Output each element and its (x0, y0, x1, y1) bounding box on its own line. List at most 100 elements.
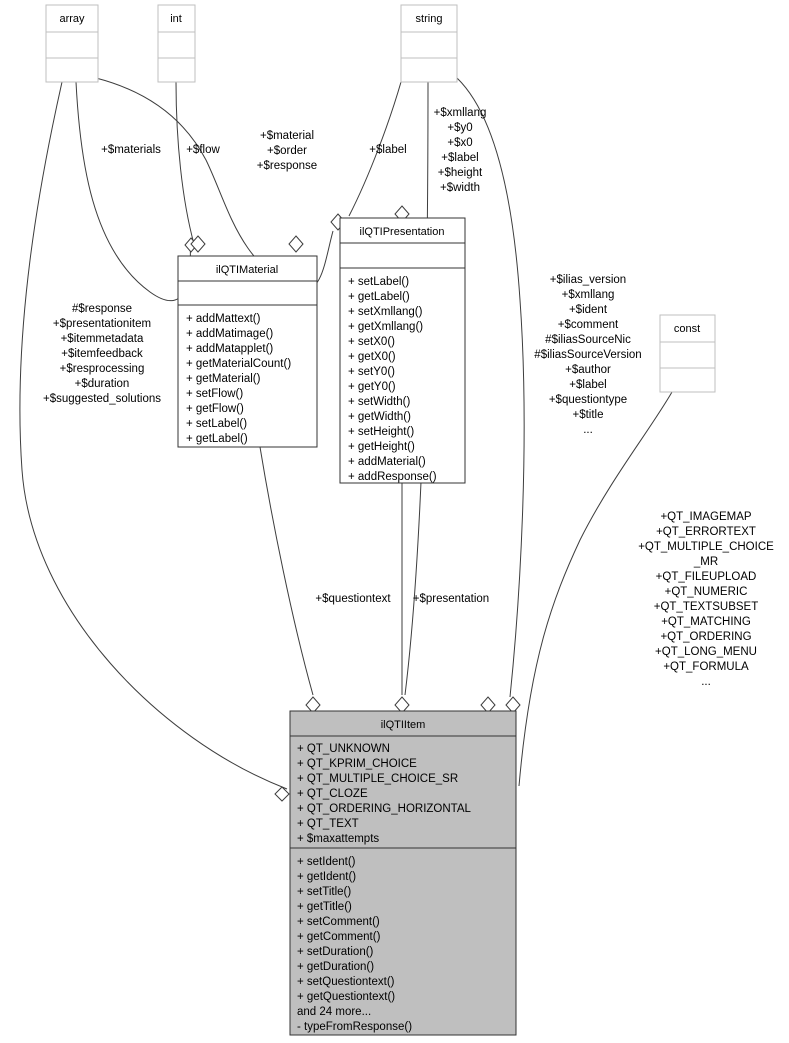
edge-label-string-item-left: +$xmllang +$y0 +$x0 +$label +$height +$w… (434, 107, 487, 194)
svg-text:+ addMaterial(): + addMaterial() (348, 456, 426, 468)
svg-text:+ setXmllang(): + setXmllang() (348, 306, 423, 318)
svg-text:#$iliasSourceVersion: #$iliasSourceVersion (534, 349, 641, 361)
svg-text:+$xmllang: +$xmllang (434, 107, 487, 119)
svg-text:+$label: +$label (369, 144, 406, 156)
svg-text:+ addMattext(): + addMattext() (186, 313, 261, 325)
edge-label-const-item: +QT_IMAGEMAP +QT_ERRORTEXT +QT_MULTIPLE_… (638, 511, 774, 688)
svg-text:+$resprocessing: +$resprocessing (60, 363, 145, 375)
svg-text:+ getX0(): + getX0() (348, 351, 396, 363)
edge-label-string-item-right: +$ilias_version +$xmllang +$ident +$comm… (534, 274, 641, 436)
svg-text:+ setLabel(): + setLabel() (186, 418, 247, 430)
edge-label-presentation-item: +$presentation (413, 593, 489, 605)
svg-text:+ setFlow(): + setFlow() (186, 388, 243, 400)
class-name-array: array (59, 13, 85, 25)
svg-text:+QT_NUMERIC: +QT_NUMERIC (665, 586, 748, 598)
edge-string-to-presentation (348, 81, 402, 217)
class-box-ilqtiitem[interactable]: ilQTIItem + QT_UNKNOWN + QT_KPRIM_CHOICE… (289, 710, 517, 1036)
svg-text:...: ... (701, 676, 711, 688)
edge-const-to-item (518, 391, 673, 787)
ilqtipresentation-operations: + setLabel() + getLabel() + setXmllang()… (348, 276, 437, 483)
edge-int-to-material (175, 81, 195, 245)
svg-text:+$questiontype: +$questiontype (549, 394, 627, 406)
svg-text:+ setIdent(): + setIdent() (297, 856, 356, 868)
svg-text:+ setX0(): + setX0() (348, 336, 395, 348)
svg-text:+ QT_MULTIPLE_CHOICE_SR: + QT_MULTIPLE_CHOICE_SR (297, 773, 458, 785)
svg-text:+$title: +$title (572, 409, 603, 421)
class-box-const[interactable]: const (659, 314, 716, 393)
class-name-ilqtiitem: ilQTIItem (381, 719, 426, 731)
svg-text:...: ... (583, 424, 593, 436)
svg-text:- typeFromResponse(): - typeFromResponse() (297, 1021, 412, 1033)
svg-text:+$xmllang: +$xmllang (562, 289, 615, 301)
svg-text:+ QT_ORDERING_HORIZONTAL: + QT_ORDERING_HORIZONTAL (297, 803, 472, 815)
svg-text:+$ilias_version: +$ilias_version (550, 274, 626, 286)
svg-text:+ setTitle(): + setTitle() (297, 886, 351, 898)
svg-text:+ setDuration(): + setDuration() (297, 946, 374, 958)
class-box-ilqtipresentation[interactable]: ilQTIPresentation + setLabel() + getLabe… (339, 217, 466, 484)
svg-text:+ getQuestiontext(): + getQuestiontext() (297, 991, 395, 1003)
svg-text:+ setQuestiontext(): + setQuestiontext() (297, 976, 395, 988)
svg-text:+$itemfeedback: +$itemfeedback (61, 348, 143, 360)
svg-text:+$y0: +$y0 (447, 122, 472, 134)
svg-text:+QT_IMAGEMAP: +QT_IMAGEMAP (660, 511, 751, 523)
svg-text:+$comment: +$comment (558, 319, 619, 331)
svg-text:+ getDuration(): + getDuration() (297, 961, 374, 973)
edge-label-int-flow: +$flow (186, 144, 220, 156)
svg-text:+ getLabel(): + getLabel() (186, 433, 248, 445)
svg-text:+ getLabel(): + getLabel() (348, 291, 410, 303)
edge-label-array-materials: +$materials (101, 144, 161, 156)
class-box-array[interactable]: array (45, 4, 99, 83)
svg-text:+ addMatimage(): + addMatimage() (186, 328, 273, 340)
class-box-ilqtimaterial[interactable]: ilQTIMaterial + addMattext() + addMatima… (177, 255, 318, 448)
svg-text:+$width: +$width (440, 182, 480, 194)
svg-text:+$height: +$height (438, 167, 483, 179)
svg-text:+QT_LONG_MENU: +QT_LONG_MENU (655, 646, 757, 658)
svg-text:+ getXmllang(): + getXmllang() (348, 321, 423, 333)
edge-label-string-presentation: +$label (369, 144, 406, 156)
svg-text:+ getMaterial(): + getMaterial() (186, 373, 261, 385)
svg-text:+ getY0(): + getY0() (348, 381, 396, 393)
edge-array-to-item (19, 81, 288, 790)
svg-text:+ getComment(): + getComment() (297, 931, 381, 943)
svg-text:+ QT_TEXT: + QT_TEXT (297, 818, 359, 830)
svg-text:+$response: +$response (257, 160, 317, 172)
svg-text:+$suggested_solutions: +$suggested_solutions (43, 393, 161, 405)
svg-text:+ setWidth(): + setWidth() (348, 396, 410, 408)
svg-text:+$questiontext: +$questiontext (315, 593, 391, 605)
svg-text:+ addMatapplet(): + addMatapplet() (186, 343, 273, 355)
svg-text:+QT_MULTIPLE_CHOICE: +QT_MULTIPLE_CHOICE (638, 541, 774, 553)
class-box-int[interactable]: int (157, 4, 196, 83)
ilqtiitem-attributes: + QT_UNKNOWN + QT_KPRIM_CHOICE + QT_MULT… (297, 743, 472, 845)
svg-text:+$itemmetadata: +$itemmetadata (61, 333, 144, 345)
svg-text:+ setComment(): + setComment() (297, 916, 380, 928)
svg-text:+$order: +$order (267, 145, 307, 157)
svg-text:+QT_TEXTSUBSET: +QT_TEXTSUBSET (654, 601, 758, 613)
svg-text:+ getTitle(): + getTitle() (297, 901, 352, 913)
svg-text:+$flow: +$flow (186, 144, 220, 156)
svg-text:+QT_FORMULA: +QT_FORMULA (663, 661, 749, 673)
svg-text:+ QT_KPRIM_CHOICE: + QT_KPRIM_CHOICE (297, 758, 417, 770)
edge-array-to-presentation (95, 77, 334, 290)
class-name-string: string (416, 13, 443, 25)
svg-text:#$iliasSourceNic: #$iliasSourceNic (545, 334, 631, 346)
svg-text:+$label: +$label (569, 379, 606, 391)
svg-text:and 24 more...: and 24 more... (297, 1006, 371, 1018)
edge-label-array-item: #$response +$presentationitem +$itemmeta… (43, 303, 161, 405)
svg-text:+$label: +$label (441, 152, 478, 164)
class-box-string[interactable]: string (400, 4, 458, 83)
svg-text:+ $maxattempts: + $maxattempts (297, 833, 379, 845)
svg-text:+ setLabel(): + setLabel() (348, 276, 409, 288)
svg-text:+ getMaterialCount(): + getMaterialCount() (186, 358, 291, 370)
svg-text:+ getWidth(): + getWidth() (348, 411, 411, 423)
edge-material-to-item (259, 446, 314, 696)
class-name-ilqtimaterial: ilQTIMaterial (216, 264, 278, 276)
edge-array-to-material (75, 81, 192, 302)
svg-text:+QT_ERRORTEXT: +QT_ERRORTEXT (656, 526, 756, 538)
edge-string-to-item-right (456, 77, 525, 698)
svg-text:+$material: +$material (260, 130, 314, 142)
svg-text:+ getIdent(): + getIdent() (297, 871, 356, 883)
class-name-int: int (170, 13, 182, 25)
ilqtimaterial-operations: + addMattext() + addMatimage() + addMata… (186, 313, 291, 445)
svg-text:+$duration: +$duration (75, 378, 130, 390)
